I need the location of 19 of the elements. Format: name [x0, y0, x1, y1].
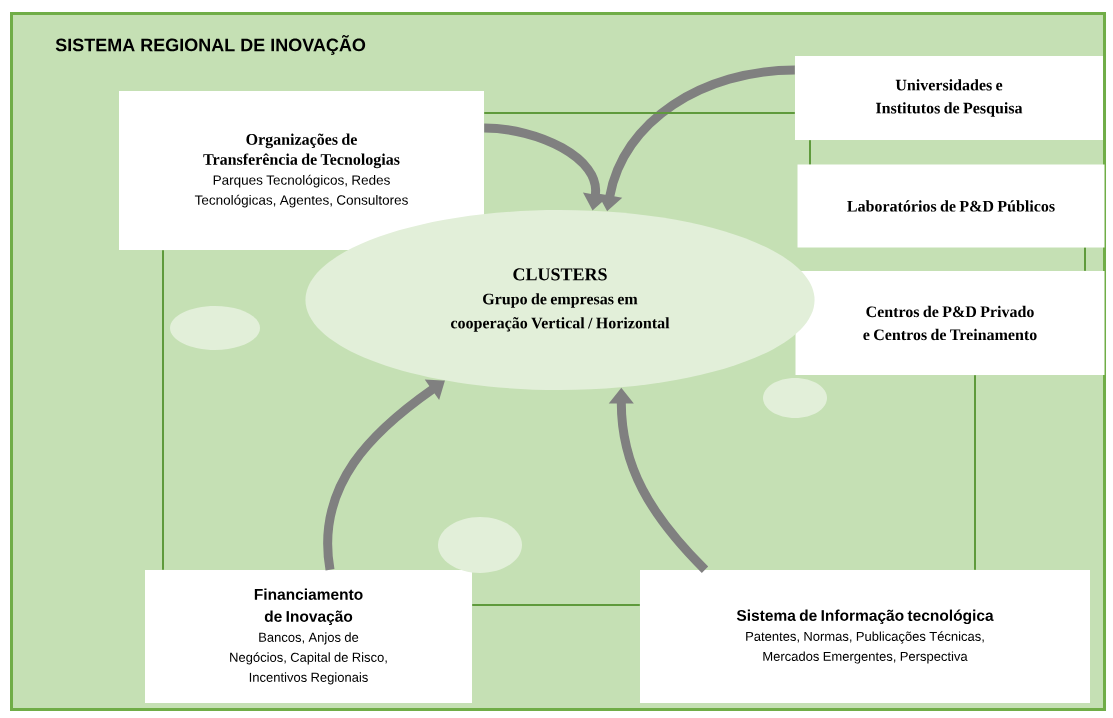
text-box: Financiamento de Inovação Bancos, Anjos de Negócios, Capital de Risco, Incentivos Regionais [145, 570, 472, 703]
text-box: Universidades e Institutos de Pesquisa [795, 56, 1103, 140]
connector-line [471, 604, 641, 606]
bubble [438, 517, 522, 573]
node-label: Laboratórios de P&D Públicos [847, 200, 1055, 212]
curved-arrow [323, 379, 445, 571]
connector-line [1084, 246, 1086, 272]
text-box: Organizações de Transferência de Tecnologias Parques Tecnológicos, Redes Tecnológicas, Agentes, Consultores [119, 91, 484, 250]
connector-line [809, 139, 811, 166]
connector-line [162, 249, 164, 571]
connector-line [483, 112, 796, 114]
connector-line [974, 374, 976, 571]
node-label: Centros de P&D Privado e Centros de Treinamento [863, 305, 1037, 341]
text-box: Laboratórios de P&D Públicos [797, 164, 1105, 248]
bubble [763, 378, 827, 418]
text-box: Sistema de Informação tecnológica Patentes, Normas, Publicações Técnicas, Mercados Emergentes, Perspectiva [640, 570, 1090, 703]
text-box: Centros de P&D Privado e Centros de Treinamento [795, 271, 1105, 375]
heading: SISTEMA REGIONAL DE INOVAÇÃO [55, 35, 366, 55]
bubble [170, 306, 260, 350]
